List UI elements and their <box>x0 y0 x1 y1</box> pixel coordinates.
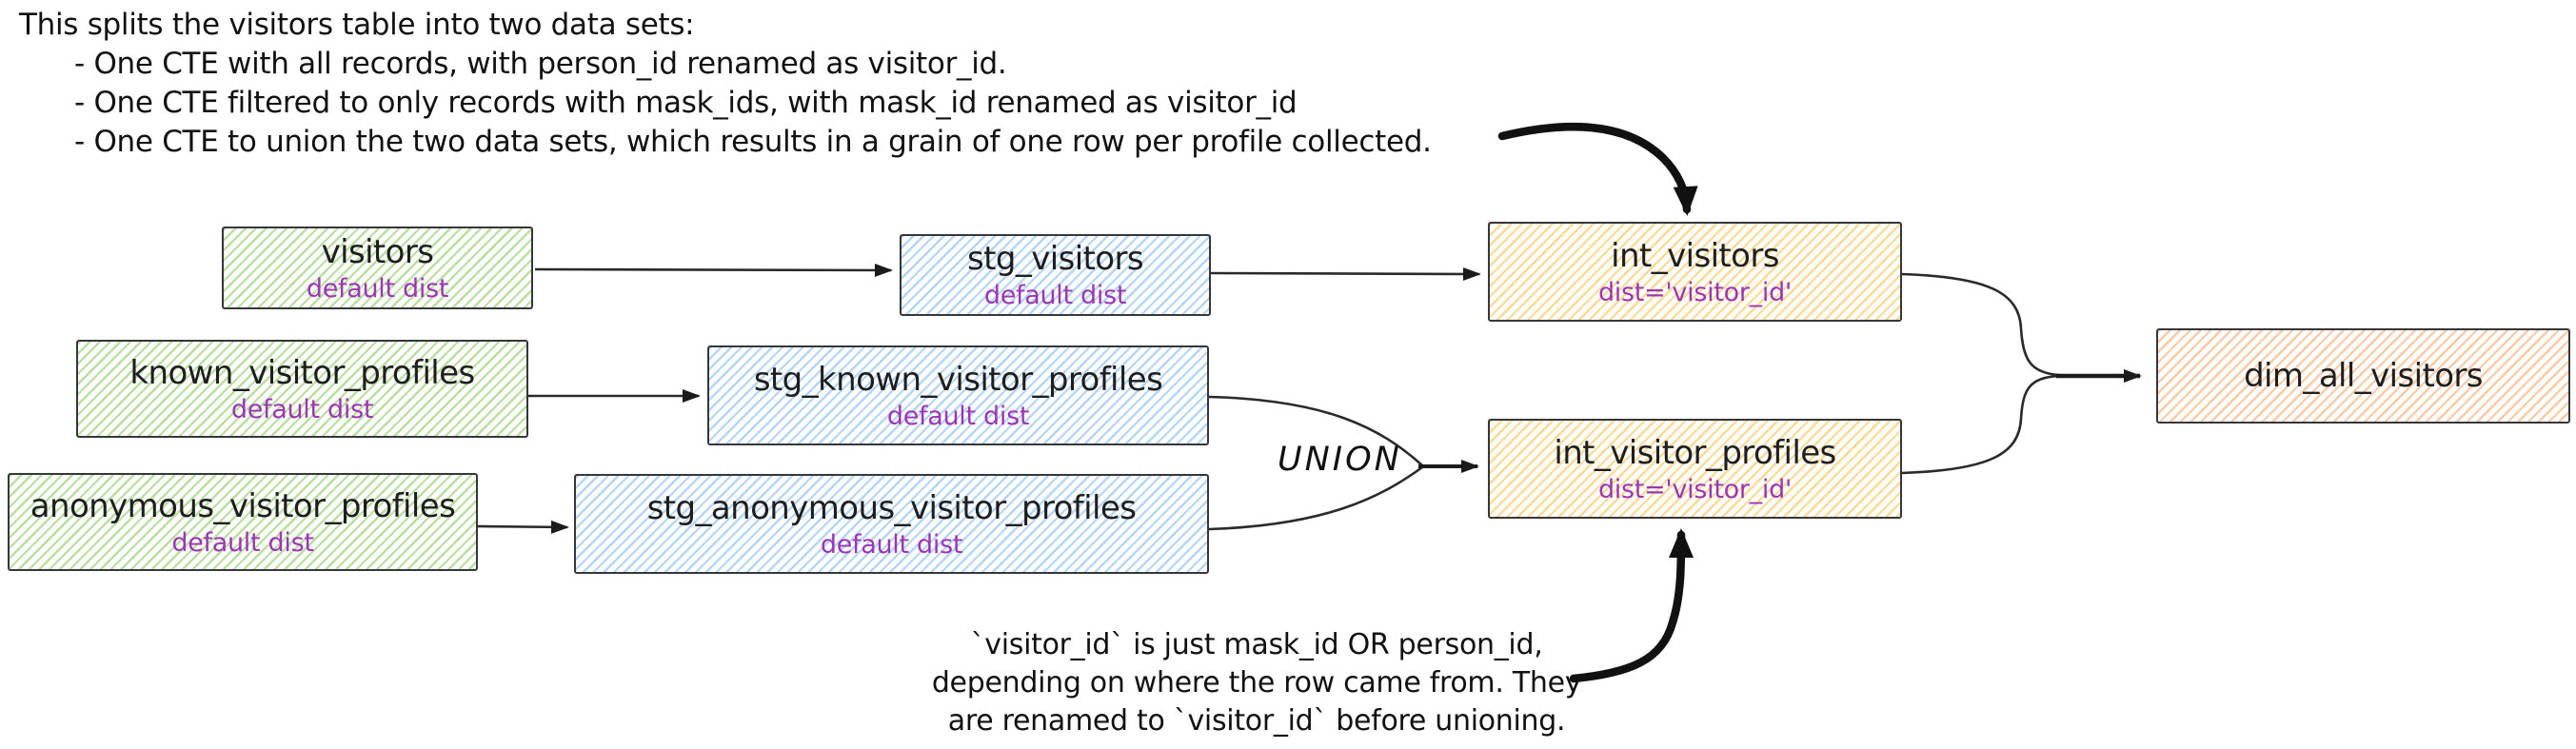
edge-visitors-to-stg-visitors <box>534 263 893 277</box>
node-subtitle: dist='visitor_id' <box>1597 277 1793 307</box>
node-title: stg_anonymous_visitor_profiles <box>646 488 1137 527</box>
node-title: stg_visitors <box>967 240 1144 278</box>
annotation-bottom-line: `visitor_id` is just mask_id OR person_i… <box>970 628 1543 661</box>
union-label: UNION <box>1278 441 1402 479</box>
node-anonymous-visitor-profiles[interactable]: anonymous_visitor_profiles default dist <box>8 473 478 571</box>
node-subtitle: default dist <box>306 273 449 304</box>
arrow-top-note-to-int-visitors <box>1497 123 1698 216</box>
edge-stg-visitors-to-int-visitors <box>1210 266 1481 281</box>
node-title: visitors <box>321 232 434 271</box>
node-subtitle: dist='visitor_id' <box>1597 474 1793 504</box>
node-int-visitors[interactable]: int_visitors dist='visitor_id' <box>1488 222 1902 322</box>
node-visitors[interactable]: visitors default dist <box>222 227 533 309</box>
annotation-top-bullet: - One CTE with all records, with person_… <box>74 47 1007 81</box>
annotation-top-bullet: - One CTE filtered to only records with … <box>74 86 1298 120</box>
node-subtitle: default dist <box>886 401 1030 431</box>
annotation-top-bullet: - One CTE to union the two data sets, wh… <box>74 125 1432 159</box>
arrow-bottom-note-to-int-visitor-profiles <box>1569 528 1694 683</box>
edge-stg-known-to-union <box>1208 395 1423 466</box>
annotation-top-line: This splits the visitors table into two … <box>19 8 695 42</box>
node-title: dim_all_visitors <box>2244 357 2483 395</box>
annotation-top: This splits the visitors table into two … <box>19 6 1432 162</box>
annotation-bottom-line: depending on where the row came from. Th… <box>931 666 1582 700</box>
node-stg-known-visitor-profiles[interactable]: stg_known_visitor_profiles default dist <box>707 345 1209 445</box>
node-stg-visitors[interactable]: stg_visitors default dist <box>900 234 1211 316</box>
node-stg-anonymous-visitor-profiles[interactable]: stg_anonymous_visitor_profiles default d… <box>574 474 1209 574</box>
edge-anonymous-to-stg-anonymous <box>477 520 569 534</box>
edge-stg-anonymous-to-union <box>1208 465 1423 531</box>
node-title: known_visitor_profiles <box>129 353 475 392</box>
annotation-bottom: `visitor_id` is just mask_id OR person_i… <box>919 626 1595 740</box>
annotation-bottom-line: are renamed to `visitor_id` before union… <box>947 704 1566 738</box>
edge-int-visitors-to-merge <box>1901 272 2060 377</box>
node-int-visitor-profiles[interactable]: int_visitor_profiles dist='visitor_id' <box>1488 419 1902 519</box>
node-title: stg_known_visitor_profiles <box>753 360 1163 399</box>
node-subtitle: default dist <box>983 281 1127 310</box>
node-subtitle: default dist <box>230 394 374 424</box>
node-title: int_visitors <box>1611 236 1779 275</box>
edge-int-visitor-profiles-to-merge <box>1901 374 2060 475</box>
node-subtitle: default dist <box>171 527 314 558</box>
node-dim-all-visitors[interactable]: dim_all_visitors <box>2156 328 2570 424</box>
node-title: int_visitor_profiles <box>1554 433 1836 472</box>
node-subtitle: default dist <box>820 529 963 560</box>
node-title: anonymous_visitor_profiles <box>30 486 456 525</box>
node-known-visitor-profiles[interactable]: known_visitor_profiles default dist <box>76 340 528 438</box>
